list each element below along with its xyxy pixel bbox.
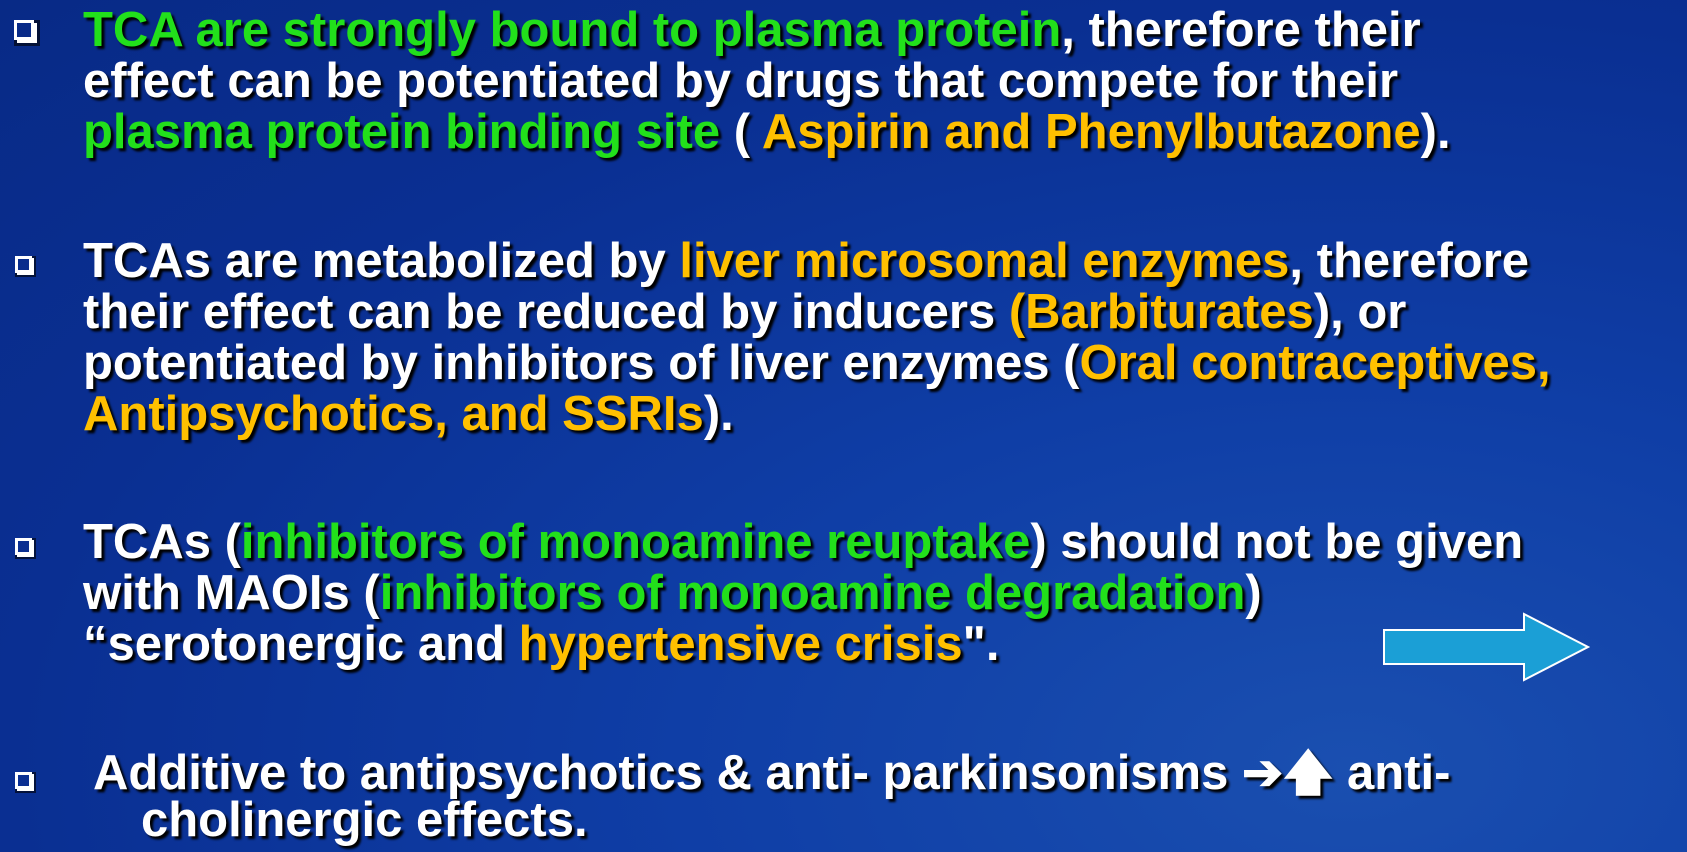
text-run: , therefore their <box>1061 3 1421 57</box>
text-run: ), or <box>1313 285 1407 339</box>
text-line: effect can be potentiated by drugs that … <box>83 56 1683 107</box>
text-line: cholinergic effects. <box>83 796 1683 845</box>
text-line: potentiated by inhibitors of liver enzym… <box>83 338 1683 389</box>
text-run: inhibitors of monoamine degradation <box>379 566 1246 620</box>
text-line: with MAOIs (inhibitors of monoamine degr… <box>83 568 1683 619</box>
text-run: ". <box>962 617 1000 671</box>
text-run: (Barbiturates <box>1008 285 1314 339</box>
text-run: potentiated by inhibitors of liver enzym… <box>83 336 1080 390</box>
text-run: Aspirin and Phenylbutazone <box>761 105 1421 159</box>
text-line: their effect can be reduced by inducers … <box>83 287 1683 338</box>
checkbox-bullet-icon <box>15 538 32 555</box>
text-line: Antipsychotics, and SSRIs). <box>83 389 1683 440</box>
bullet-text: Additive to antipsychotics & anti- parki… <box>83 749 1683 845</box>
bullet-text: TCA are strongly bound to plasma protein… <box>83 5 1683 158</box>
text-run: plasma protein binding site <box>83 105 721 159</box>
text-line: Additive to antipsychotics & anti- parki… <box>83 749 1683 798</box>
text-run: TCA are strongly bound to plasma protein <box>83 3 1062 57</box>
text-line: “serotonergic and hypertensive crisis". <box>83 619 1683 670</box>
text-run: TCAs ( <box>83 515 241 569</box>
text-run: ) <box>1245 566 1262 620</box>
text-run: ) should not be given <box>1030 515 1524 569</box>
text-run: “serotonergic and <box>83 617 519 671</box>
text-run: Antipsychotics, and SSRIs <box>83 387 704 441</box>
text-run: effect can be potentiated by drugs that … <box>83 54 1399 108</box>
text-run: , therefore <box>1289 234 1530 288</box>
text-line: TCAs are metabolized by liver microsomal… <box>83 236 1683 287</box>
bullet-text: TCAs (inhibitors of monoamine reuptake) … <box>83 517 1683 670</box>
checkbox-bullet-icon <box>14 20 34 40</box>
text-run: their effect can be reduced by inducers <box>83 285 1009 339</box>
text-run: ). <box>703 387 734 441</box>
checkbox-bullet-icon <box>15 256 32 273</box>
text-run: TCAs are metabolized by <box>83 234 680 288</box>
text-run: cholinergic effects. <box>141 793 588 847</box>
text-run: Oral contraceptives, <box>1079 336 1551 390</box>
text-run: liver microsomal enzymes <box>679 234 1290 288</box>
text-run: with MAOIs ( <box>83 566 380 620</box>
text-run: hypertensive crisis <box>518 617 963 671</box>
right-arrow-shape <box>1383 612 1590 682</box>
text-run: inhibitors of monoamine reuptake <box>240 515 1031 569</box>
text-line: TCAs (inhibitors of monoamine reuptake) … <box>83 517 1683 568</box>
checkbox-bullet-icon <box>15 772 32 789</box>
right-arrow-icon <box>1383 612 1590 682</box>
text-line: TCA are strongly bound to plasma protein… <box>83 5 1683 56</box>
text-line: plasma protein binding site ( Aspirin an… <box>83 107 1683 158</box>
text-run: ). <box>1420 105 1451 159</box>
text-run: ( <box>720 105 762 159</box>
bullet-text: TCAs are metabolized by liver microsomal… <box>83 236 1683 440</box>
text-run: Additive to antipsychotics & anti- parki… <box>93 746 1451 800</box>
